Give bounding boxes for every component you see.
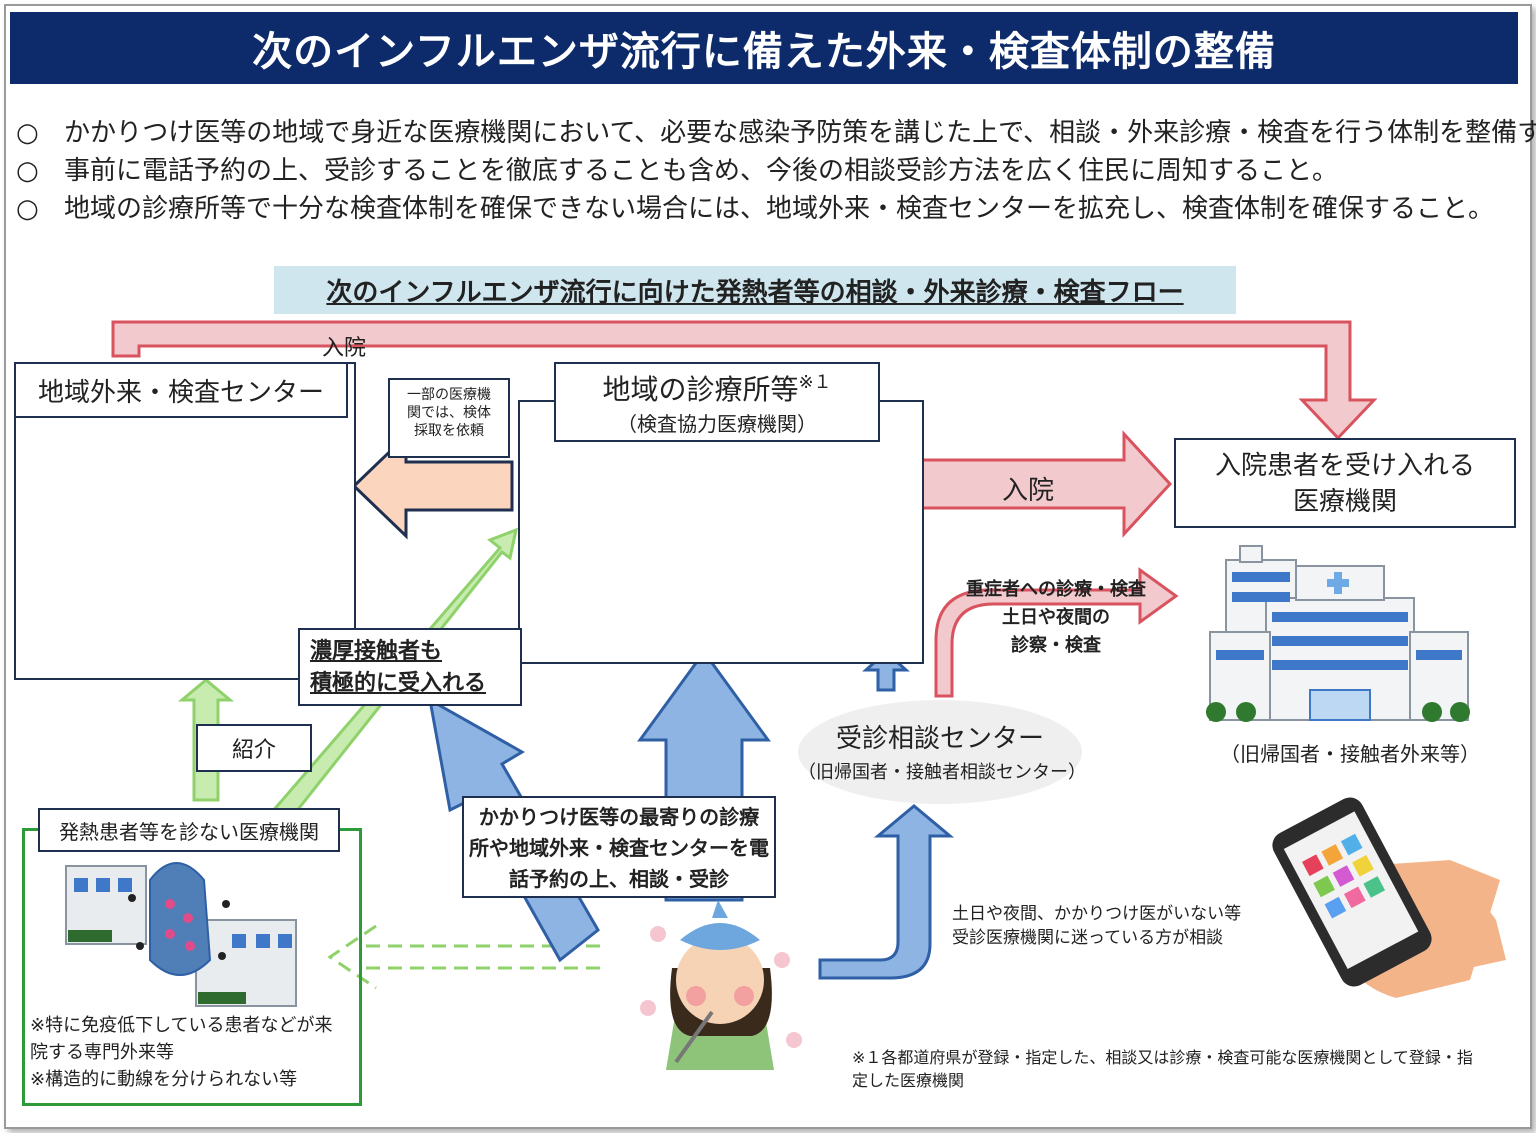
referral-label: 紹介 bbox=[196, 724, 312, 772]
weekend-note-line: 土日や夜間、かかりつけ医がいない等 bbox=[952, 904, 1242, 924]
inpatient-hospital-line: 医療機関 bbox=[1292, 487, 1397, 517]
non-fever-note: 院する専門外来等 bbox=[30, 1042, 174, 1063]
phone-booking-box: かかりつけ医等の最寄りの診療 所や地域外来・検査センターを電 話予約の上、相談・… bbox=[462, 796, 776, 898]
weekend-note-line: 受診医療機関に迷っている方が相談 bbox=[952, 928, 1224, 948]
phone-booking-line: 話予約の上、相談・受診 bbox=[509, 867, 729, 891]
close-contacts-box: 濃厚接触者も 積極的に受入れる bbox=[298, 628, 522, 706]
sample-request-line: 関では、検体 bbox=[407, 405, 491, 421]
weekend-note: 土日や夜間、かかりつけ医がいない等 受診医療機関に迷っている方が相談 bbox=[952, 902, 1241, 950]
severe-care-line: 診察・検査 bbox=[1011, 635, 1101, 656]
close-contacts-line: 濃厚接触者も bbox=[310, 639, 443, 664]
smartphone-icon bbox=[1272, 797, 1506, 998]
non-fever-facility-title: 発熱患者等を診ない医療機関 bbox=[38, 808, 340, 852]
bullet-text: かかりつけ医等の地域で身近な医療機関において、必要な感染予防策を講じた上で、相談… bbox=[64, 118, 1536, 148]
footnote-line: 定した医療機関 bbox=[852, 1071, 965, 1090]
hospital-building-icon bbox=[1206, 545, 1470, 722]
severe-care-label: 重症者への診療・検査 土日や夜間の 診察・検査 bbox=[956, 576, 1156, 660]
blue-curve-arrow bbox=[818, 804, 955, 980]
local-clinic-title: 地域の診療所等 bbox=[602, 373, 799, 406]
admission-top-label: 入院 bbox=[322, 336, 367, 361]
sample-request-line: 採取を依頼 bbox=[414, 423, 484, 439]
bullet-text: 地域の診療所等で十分な検査体制を確保できない場合には、地域外来・検査センターを拡… bbox=[64, 194, 1495, 224]
local-clinic-footnote-mark: ※１ bbox=[798, 372, 832, 393]
admission-arrow bbox=[910, 430, 1173, 538]
consult-center-subtitle: （旧帰国者・接触者相談センター） bbox=[798, 762, 1086, 783]
severe-care-line: 土日や夜間の bbox=[1002, 607, 1110, 628]
bullet-marker: ○ bbox=[16, 118, 39, 148]
bullet-3: ○ 地域の診療所等で十分な検査体制を確保できない場合には、地域外来・検査センターを… bbox=[16, 188, 1494, 225]
inpatient-hospital-box: 入院患者を受け入れる 医療機関 bbox=[1174, 438, 1516, 528]
bullet-marker: ○ bbox=[16, 194, 39, 224]
admission-top-arrow bbox=[111, 320, 1378, 441]
outpatient-test-center-title: 地域外来・検査センター bbox=[14, 362, 348, 418]
non-fever-note: ※特に免疫低下している患者などが来 bbox=[30, 1015, 333, 1036]
local-clinic-title-box: 地域の診療所等※１ （検査協力医療機関） bbox=[554, 362, 880, 442]
severe-arrow bbox=[934, 567, 1179, 698]
virus-icon bbox=[128, 862, 230, 976]
phone-booking-line: 所や地域外来・検査センターを電 bbox=[469, 836, 769, 860]
sample-request-note: 一部の医療機 関では、検体 採取を依頼 bbox=[388, 378, 510, 458]
inpatient-hospital-line: 入院患者を受け入れる bbox=[1214, 451, 1475, 481]
severe-care-line: 重症者への診療・検査 bbox=[966, 579, 1146, 600]
footnote-line: ※１各都道府県が登録・指定した、相談又は診療・検査可能な医療機関として登録・指 bbox=[852, 1048, 1473, 1067]
close-contacts-line: 積極的に受入れる bbox=[310, 671, 487, 696]
admission-arrow-label: 入院 bbox=[1002, 476, 1055, 506]
sick-person-icon bbox=[640, 900, 802, 1070]
bullet-text: 事前に電話予約の上、受診することを徹底することも含め、今後の相談受診方法を広く住… bbox=[64, 156, 1339, 186]
non-fever-note: ※構造的に動線を分けられない等 bbox=[30, 1069, 298, 1090]
phone-booking-line: かかりつけ医等の最寄りの診療 bbox=[478, 805, 760, 829]
consult-center-title: 受診相談センター bbox=[835, 724, 1044, 754]
sample-request-line: 一部の医療機 bbox=[407, 387, 491, 403]
bullet-1: ○ かかりつけ医等の地域で身近な医療機関において、必要な感染予防策を講じた上で、相… bbox=[16, 112, 1536, 149]
hospital-caption: （旧帰国者・接触者外来等） bbox=[1220, 742, 1480, 766]
non-fever-notes: ※特に免疫低下している患者などが来 院する専門外来等 ※構造的に動線を分けられな… bbox=[30, 1012, 350, 1093]
bullet-2: ○ 事前に電話予約の上、受診することを徹底することも含め、今後の相談受診方法を広く… bbox=[16, 150, 1338, 187]
flow-title: 次のインフルエンザ流行に向けた発熱者等の相談・外来診療・検査フロー bbox=[274, 266, 1236, 314]
consult-ellipse bbox=[798, 700, 1082, 804]
footnote: ※１各都道府県が登録・指定した、相談又は診療・検査可能な医療機関として登録・指 … bbox=[852, 1046, 1492, 1092]
local-clinic-subtitle: （検査協力医療機関） bbox=[617, 412, 817, 436]
bullet-marker: ○ bbox=[16, 156, 39, 186]
page-title: 次のインフルエンザ流行に備えた外来・検査体制の整備 bbox=[10, 12, 1518, 84]
